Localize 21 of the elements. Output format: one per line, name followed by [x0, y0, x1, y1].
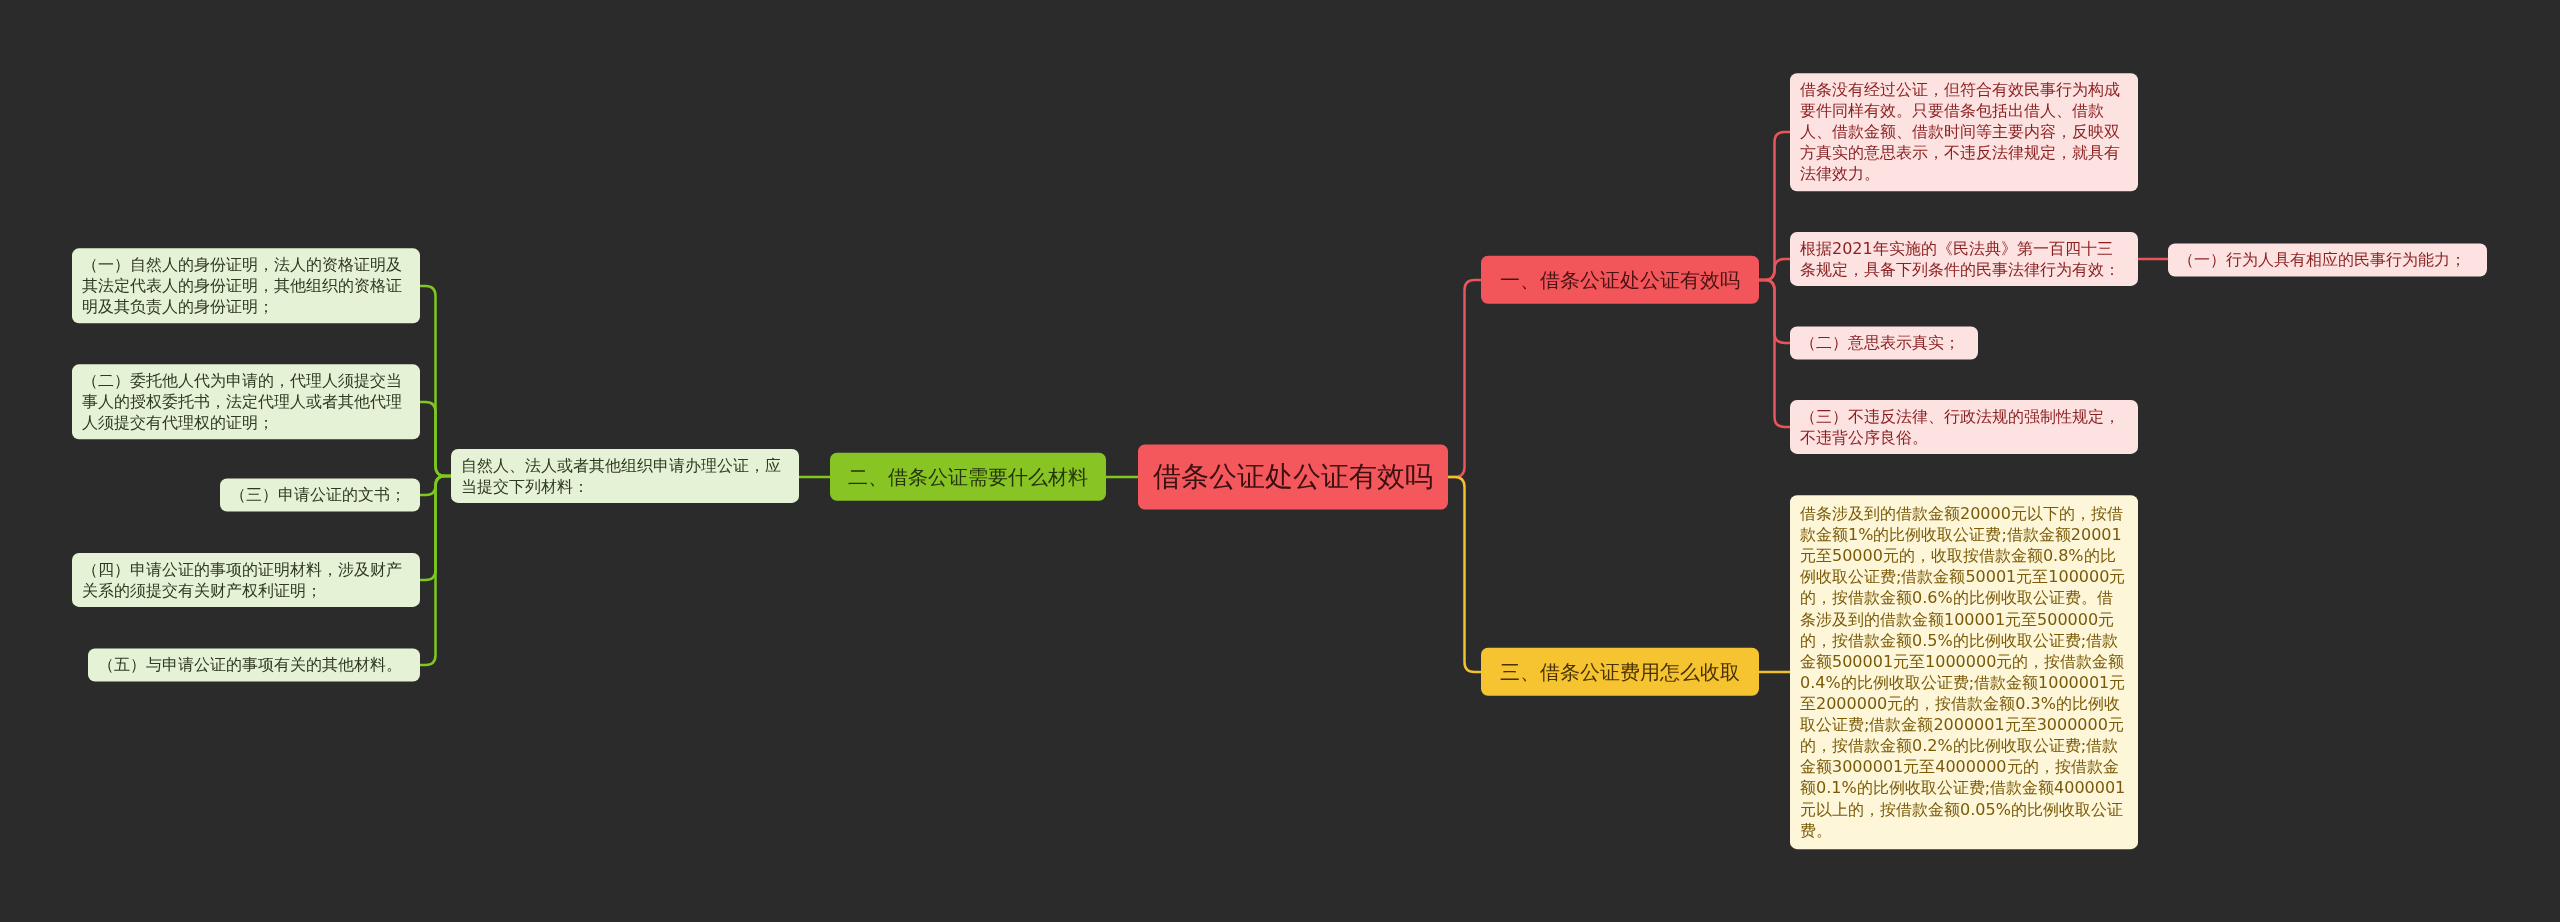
connector-line	[1448, 475, 1481, 674]
branch-box: 一、借条公证处公证有效吗	[1481, 255, 1759, 305]
note-box: （一）行为人具有相应的民事行为能力；	[2168, 243, 2487, 277]
note-box: （四）申请公证的事项的证明材料，涉及财产关系的须提交有关财产权利证明；	[72, 552, 420, 608]
connector-line	[1759, 670, 1790, 674]
connector-line	[2138, 257, 2168, 261]
topic-box: 借条公证处公证有效吗	[1138, 444, 1448, 510]
note-box: 根据2021年实施的《民法典》第一百四十三条规定，具备下列条件的民事法律行为有效：	[1790, 231, 2138, 287]
branch-box: 三、借条公证费用怎么收取	[1481, 647, 1759, 697]
note-box: （三）不违反法律、行政法规的强制性规定，不违背公序良俗。	[1790, 399, 2138, 455]
note-box: （二）意思表示真实；	[1790, 326, 1978, 360]
branch-box: 二、借条公证需要什么材料	[830, 452, 1106, 502]
note-box: （一）自然人的身份证明，法人的资格证明及其法定代表人的身份证明，其他组织的资格证明及其负责人的身份证明；	[72, 248, 420, 324]
note-box: （三）申请公证的文书；	[220, 478, 420, 512]
connector-line	[799, 475, 830, 479]
note-box: （二）委托他人代为申请的，代理人须提交当事人的授权委托书，法定代理人或者其他代理人须提交有代理权的证明；	[72, 364, 420, 440]
note-box: （五）与申请公证的事项有关的其他材料。	[88, 648, 420, 682]
note-box: 借条没有经过公证，但符合有效民事行为构成要件同样有效。只要借条包括出借人、借款人、借款金额、借款时间等主要内容，反映双方真实的意思表示，不违反法律规定，就具有法律效力。	[1790, 73, 2138, 191]
note-box: 借条涉及到的借款金额20000元以下的，按借款金额1%的比例收取公证费;借款金额20001元至50000元的，收取按借款金额0.8%的比例收取公证费;借款金额50001元至100000元的，按借款金额0.6%的比例收取公证费。借条涉及到的借款金额100001元至500000元的，按借款金额0.5%的比例收取公证费;借款金额500001元至1000000元的，按借款金额0.4%的比例收取公证费;借款金额1000001元至2000000元的，按借款金额0.3%的比例收取公证费;借款金额2000001元至3000000元的，按借款金额0.2%的比例收取公证费;借款金额3000001元至4000000元的，按借款金额0.1%的比例收取公证费;借款金额4000001元以上的，按借款金额0.05%的比例收取公证费。	[1790, 495, 2138, 849]
note-box: 自然人、法人或者其他组织申请办理公证，应当提交下列材料：	[451, 448, 799, 504]
connector-line	[1106, 475, 1138, 479]
